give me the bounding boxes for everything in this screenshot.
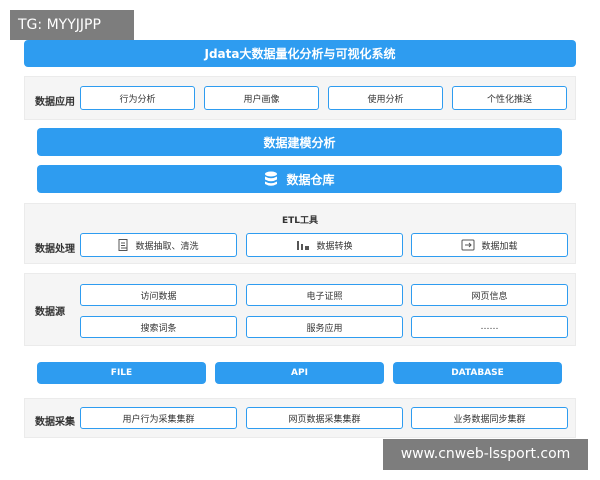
- system-title: Jdata大数据量化分析与可视化系统: [204, 47, 396, 61]
- api-interface-bar: API: [215, 362, 384, 384]
- extract-clean-box: 数据抽取、清洗: [80, 233, 237, 257]
- box-label: 电子证照: [306, 291, 343, 302]
- interface-label: DATABASE: [451, 368, 504, 378]
- data-application-label: 数据应用: [35, 97, 75, 108]
- business-sync-cluster-box: 业务数据同步集群: [411, 407, 568, 429]
- system-title-bar: Jdata大数据量化分析与可视化系统: [24, 40, 576, 67]
- transform-box: 数据转换: [246, 233, 403, 257]
- box-label: 使用分析: [367, 94, 404, 105]
- data-modeling-label: 数据建模分析: [263, 135, 336, 150]
- box-label: 服务应用: [306, 323, 343, 334]
- bar-chart-icon: [296, 239, 310, 251]
- user-profile-box: 用户画像: [204, 86, 319, 110]
- box-label: 网页信息: [471, 291, 508, 302]
- web-data-cluster-box: 网页数据采集集群: [246, 407, 403, 429]
- box-label: 数据抽取、清洗: [135, 241, 199, 252]
- box-label: 行为分析: [119, 94, 156, 105]
- load-icon: [461, 239, 475, 251]
- user-behavior-cluster-box: 用户行为采集集群: [80, 407, 237, 429]
- box-label: ……: [480, 322, 499, 332]
- service-app-box: 服务应用: [246, 316, 403, 338]
- data-warehouse-bar: 数据仓库: [37, 165, 562, 193]
- more-sources-box: ……: [411, 316, 568, 338]
- box-label: 用户画像: [243, 94, 280, 105]
- data-source-panel: 数据源 访问数据 电子证照 网页信息 搜索词条 服务应用 ……: [24, 273, 576, 346]
- document-icon: [118, 239, 129, 251]
- watermark-bottom-right: www.cnweb-lssport.com: [383, 439, 588, 470]
- box-label: 访问数据: [140, 291, 177, 302]
- data-processing-label: 数据处理: [35, 244, 75, 255]
- watermark-top-left: TG: MYYJJPP: [10, 10, 134, 40]
- data-source-label: 数据源: [35, 307, 65, 318]
- data-warehouse-label: 数据仓库: [286, 172, 335, 187]
- data-application-panel: 数据应用 行为分析 用户画像 使用分析 个性化推送: [24, 76, 576, 120]
- database-icon: [264, 171, 278, 187]
- box-label: 个性化推送: [486, 94, 532, 105]
- data-processing-panel: ETL工具 数据处理 数据抽取、清洗 数据转换 数据加载: [24, 203, 576, 264]
- data-collection-panel: 数据采集 用户行为采集集群 网页数据采集集群 业务数据同步集群: [24, 398, 576, 438]
- box-label: 数据加载: [481, 241, 518, 252]
- data-collection-label: 数据采集: [35, 417, 75, 428]
- box-label: 数据转换: [316, 241, 353, 252]
- box-label: 用户行为采集集群: [122, 414, 195, 425]
- load-box: 数据加载: [411, 233, 568, 257]
- behavior-analysis-box: 行为分析: [80, 86, 195, 110]
- search-terms-box: 搜索词条: [80, 316, 237, 338]
- box-label: 搜索词条: [140, 323, 177, 334]
- etl-tool-title: ETL工具: [281, 216, 319, 226]
- box-label: 业务数据同步集群: [453, 414, 526, 425]
- usage-analysis-box: 使用分析: [328, 86, 443, 110]
- box-label: 网页数据采集集群: [288, 414, 361, 425]
- e-license-box: 电子证照: [246, 284, 403, 306]
- visit-data-box: 访问数据: [80, 284, 237, 306]
- data-modeling-bar: 数据建模分析: [37, 128, 562, 156]
- interface-label: API: [291, 368, 308, 378]
- interface-label: FILE: [110, 368, 133, 378]
- database-interface-bar: DATABASE: [393, 362, 562, 384]
- personalized-push-box: 个性化推送: [452, 86, 567, 110]
- file-interface-bar: FILE: [37, 362, 206, 384]
- web-info-box: 网页信息: [411, 284, 568, 306]
